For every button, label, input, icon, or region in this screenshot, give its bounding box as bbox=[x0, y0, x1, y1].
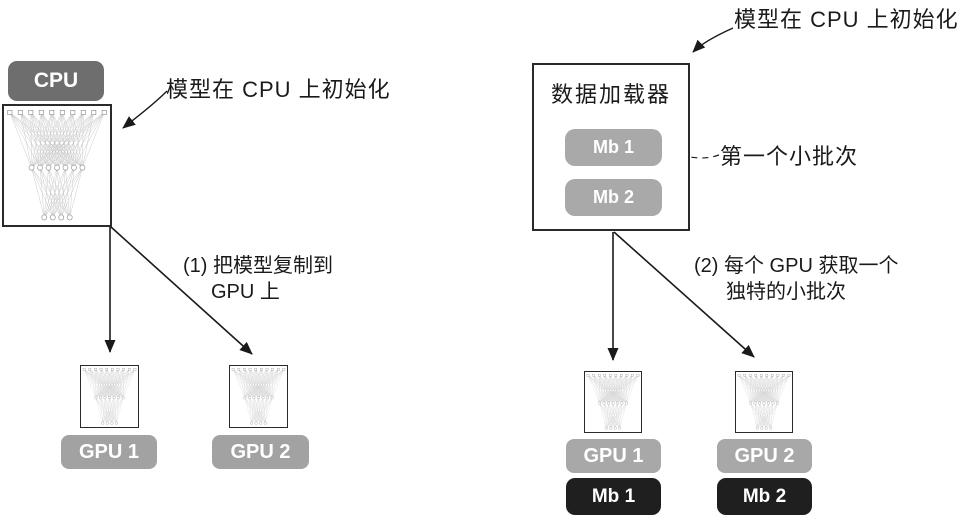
gpu1-model-box-right bbox=[584, 371, 642, 433]
neural-network-icon bbox=[231, 368, 286, 425]
step2-line2: 独特的小批次 bbox=[726, 281, 846, 303]
first-minibatch-annotation: 第一个小批次 bbox=[720, 144, 859, 169]
minibatch2-badge: Mb 2 bbox=[565, 179, 662, 216]
gpu2-model-box-left bbox=[229, 365, 288, 428]
neural-network-icon bbox=[586, 374, 640, 430]
neural-network-icon bbox=[737, 374, 791, 430]
step1-label: (1) 把模型复制到 GPU 上 bbox=[183, 253, 333, 305]
data-loader-title: 数据加载器 bbox=[550, 82, 671, 107]
model-init-arrow-right bbox=[692, 27, 734, 53]
step2-label: (2) 每个 GPU 获取一个 独特的小批次 bbox=[694, 253, 898, 305]
cpu-model-box bbox=[2, 104, 112, 227]
model-init-arrow-left bbox=[122, 90, 168, 129]
gpu1-badge-left-label: GPU 1 bbox=[78, 440, 140, 463]
gpu1-badge-left: GPU 1 bbox=[61, 435, 157, 469]
gpu2-badge-left: GPU 2 bbox=[212, 435, 309, 469]
gpu1-minibatch-label: Mb 1 bbox=[591, 485, 636, 507]
data-loader-box: 数据加载器 Mb 1 Mb 2 bbox=[532, 63, 690, 231]
minibatch2-label: Mb 2 bbox=[592, 187, 634, 207]
neural-network-icon bbox=[7, 110, 107, 221]
gpu2-badge-left-label: GPU 2 bbox=[230, 440, 291, 463]
gpu1-badge-right-label: GPU 1 bbox=[583, 444, 644, 467]
cpu-badge: CPU bbox=[8, 61, 104, 101]
gpu2-minibatch-label: Mb 2 bbox=[742, 485, 787, 507]
model-init-annotation-left: 模型在 CPU 上初始化 bbox=[166, 77, 391, 102]
step1-line1: (1) 把模型复制到 bbox=[183, 255, 333, 277]
gpu2-badge-right-label: GPU 2 bbox=[734, 444, 795, 467]
gpu2-badge-right: GPU 2 bbox=[717, 439, 812, 473]
model-init-annotation-right: 模型在 CPU 上初始化 bbox=[734, 7, 959, 32]
step1-line2: GPU 上 bbox=[211, 281, 280, 303]
gpu2-model-box-right bbox=[735, 371, 793, 433]
minibatch1-badge: Mb 1 bbox=[565, 129, 662, 166]
gpu1-badge-right: GPU 1 bbox=[566, 439, 661, 473]
neural-network-icon bbox=[82, 368, 137, 425]
cpu-badge-label: CPU bbox=[33, 69, 79, 92]
gpu1-model-box-left bbox=[80, 365, 139, 428]
minibatch1-label: Mb 1 bbox=[592, 137, 634, 157]
step2-line1: (2) 每个 GPU 获取一个 bbox=[694, 255, 899, 277]
gpu1-minibatch-badge: Mb 1 bbox=[566, 478, 661, 515]
gpu2-minibatch-badge: Mb 2 bbox=[717, 478, 812, 515]
